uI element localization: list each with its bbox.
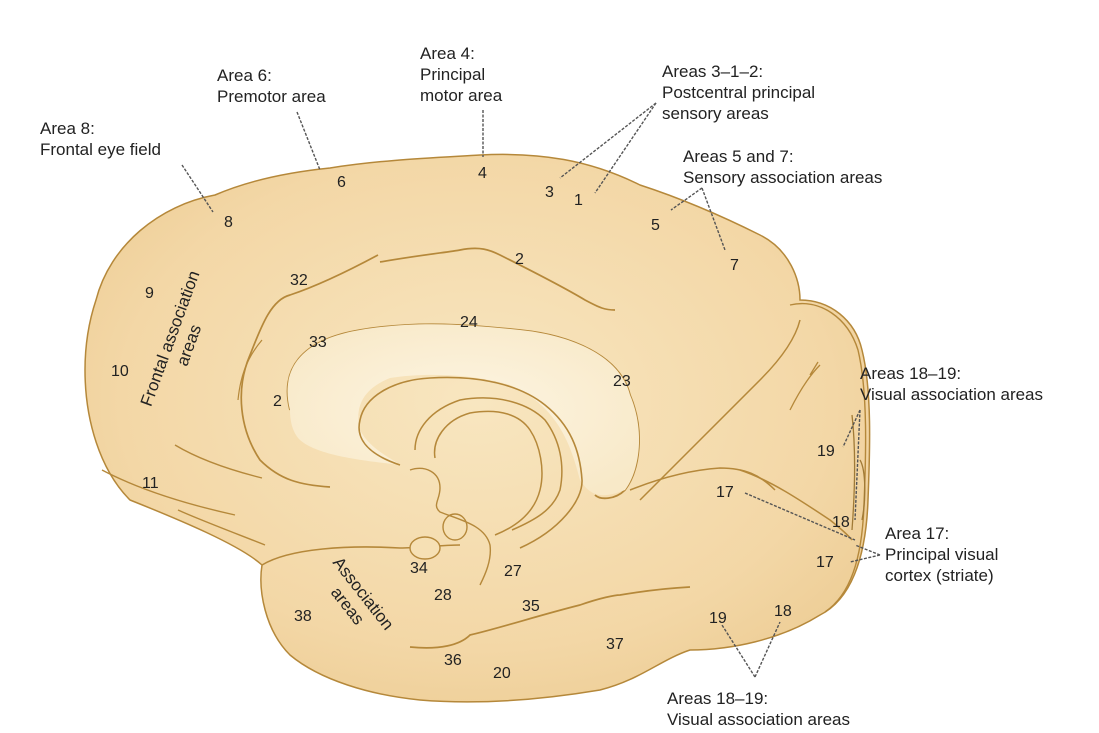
occipital-lobe-outline <box>789 302 867 613</box>
calcarine-sulcus <box>739 469 853 541</box>
area-number-24: 24 <box>460 314 478 331</box>
callout-areas-18-19-right-title: Areas 18–19: <box>860 364 962 383</box>
leader-area18-bottom <box>754 621 781 678</box>
leader-area7 <box>701 187 726 251</box>
temporal-inferior-edge <box>101 469 236 516</box>
leader-area18-right <box>854 409 861 521</box>
occipital-small-sulcus <box>789 361 821 411</box>
callout-areas-3-1-2-desc2: sensory areas <box>662 104 769 123</box>
callout-area-17-title: Area 17: <box>885 524 950 543</box>
area-number-32: 32 <box>290 272 308 289</box>
paracentral-sulcus <box>379 247 616 311</box>
leader-area1 <box>594 102 657 194</box>
callout-area-8-title: Area 8: <box>40 119 95 138</box>
leader-area5 <box>670 187 703 211</box>
callout-area-17-desc2: cortex (striate) <box>885 566 994 585</box>
callout-areas-5-7-desc: Sensory association areas <box>683 168 883 187</box>
callout-area-17-desc1: Principal visual <box>885 545 999 564</box>
leader-area17-inner <box>744 492 856 541</box>
frontal-sulcus-2 <box>237 339 263 401</box>
area-number-4: 4 <box>478 165 487 182</box>
callout-area-17: Area 17: Principal visual cortex (striat… <box>885 523 998 586</box>
frontal-sulcus-1 <box>174 444 263 479</box>
area-number-18-bottom: 18 <box>774 603 792 620</box>
area-number-23: 23 <box>613 373 631 390</box>
leader-lines <box>181 102 881 678</box>
leader-area3 <box>559 102 657 179</box>
area-number-8: 8 <box>224 214 233 231</box>
area-number-28: 28 <box>434 587 452 604</box>
leader-area8 <box>181 164 214 213</box>
callout-area-4-desc2: motor area <box>420 86 503 105</box>
thalamic-arc-2 <box>433 410 543 536</box>
leader-area6 <box>296 111 321 171</box>
cerebrum-outline <box>84 153 871 703</box>
callout-areas-18-19-bottom-desc: Visual association areas <box>667 710 851 729</box>
area-number-18-right: 18 <box>832 514 850 531</box>
callout-area-4-desc1: Principal <box>420 65 486 84</box>
corpus-callosum <box>287 324 640 496</box>
callout-area-4-title: Area 4: <box>420 44 475 63</box>
leader-area19-bottom <box>721 624 756 678</box>
area-number-34: 34 <box>410 560 428 577</box>
callout-areas-18-19-bottom: Areas 18–19: Visual association areas <box>667 688 850 730</box>
fornix-arc <box>358 376 583 549</box>
area-number-2-left: 2 <box>273 393 282 410</box>
leader-area19-right <box>842 409 861 448</box>
area-number-27: 27 <box>504 563 522 580</box>
callout-areas-3-1-2-title: Areas 3–1–2: <box>662 62 764 81</box>
callout-areas-5-7-title: Areas 5 and 7: <box>683 147 794 166</box>
area-number-9: 9 <box>145 285 154 302</box>
area-number-6: 6 <box>337 174 346 191</box>
area-number-19-right: 19 <box>817 443 835 460</box>
area-number-35: 35 <box>522 598 540 615</box>
callout-areas-5-7: Areas 5 and 7: Sensory association areas <box>683 146 882 188</box>
area-number-17-right: 17 <box>816 554 834 571</box>
area-number-38: 38 <box>294 608 312 625</box>
callout-areas-3-1-2: Areas 3–1–2: Postcentral principal senso… <box>662 61 815 124</box>
callout-areas-18-19-right: Areas 18–19: Visual association areas <box>860 363 1043 405</box>
cingulate-sulcus <box>240 254 379 488</box>
area-number-7: 7 <box>730 257 739 274</box>
callout-area-6-title: Area 6: <box>217 66 272 85</box>
area-number-17-inner: 17 <box>716 484 734 501</box>
leader-area17-b <box>849 554 881 563</box>
callout-area-4: Area 4: Principal motor area <box>420 43 502 106</box>
callout-area-8: Area 8: Frontal eye field <box>40 118 161 160</box>
callout-area-6-desc: Premotor area <box>217 87 326 106</box>
area-number-33: 33 <box>309 334 327 351</box>
area-number-20: 20 <box>493 665 511 682</box>
occipital-edge-sulcus <box>851 414 866 531</box>
hypothalamus-outline <box>409 467 492 586</box>
callout-area-8-desc: Frontal eye field <box>40 140 161 159</box>
callout-areas-18-19-right-desc: Visual association areas <box>860 385 1044 404</box>
thalamic-arc-1 <box>414 397 563 531</box>
callout-areas-18-19-bottom-title: Areas 18–19: <box>667 689 769 708</box>
callout-area-6: Area 6: Premotor area <box>217 65 326 107</box>
area-number-5: 5 <box>651 217 660 234</box>
area-number-3: 3 <box>545 184 554 201</box>
area-number-10: 10 <box>111 363 129 380</box>
area-number-2-top: 2 <box>515 251 524 268</box>
parieto-occipital-sulcus <box>639 319 801 501</box>
rhinal-sulcus <box>177 509 266 546</box>
callout-areas-3-1-2-desc1: Postcentral principal <box>662 83 816 102</box>
area-number-11: 11 <box>142 475 159 492</box>
area-number-36: 36 <box>444 652 462 669</box>
area-number-19-bottom: 19 <box>709 610 727 627</box>
area-number-37: 37 <box>606 636 624 653</box>
mammillary-body-1 <box>409 536 441 560</box>
area-number-1: 1 <box>574 192 583 209</box>
collateral-sulcus <box>409 586 691 649</box>
